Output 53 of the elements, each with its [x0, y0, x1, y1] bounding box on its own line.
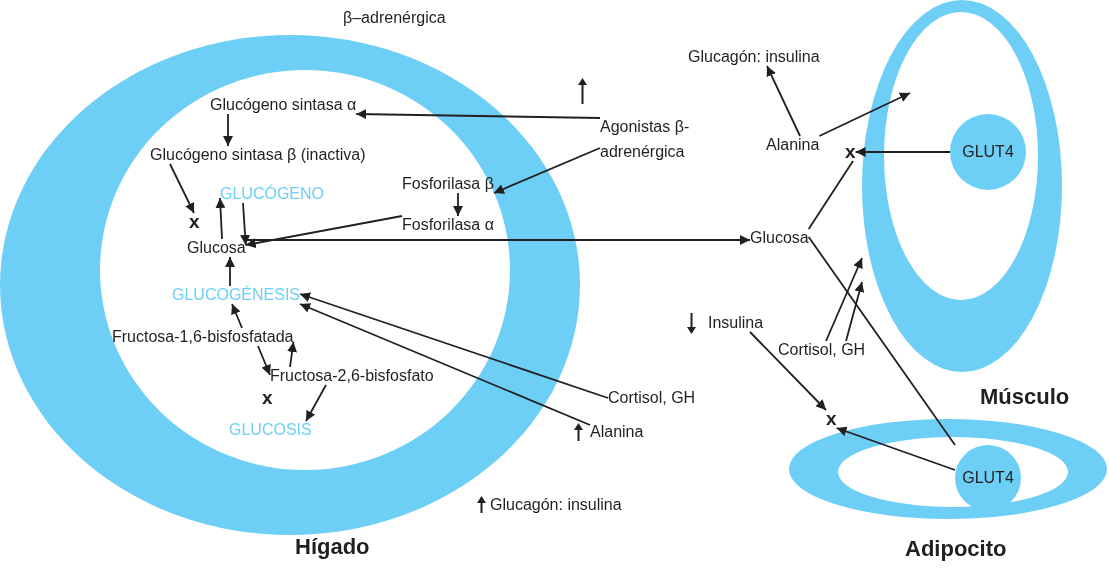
block-mark: x — [845, 143, 856, 161]
term-label: Glucagón: insulina — [688, 48, 820, 66]
cell-name: Músculo — [980, 384, 1070, 410]
process-label: GLUCÓGENO — [220, 185, 324, 203]
process-label: GLUCOSIS — [229, 421, 312, 439]
arrow — [493, 147, 601, 194]
arrow — [215, 197, 226, 240]
arrow — [453, 192, 463, 217]
annotation-label: Glucagón: insulina — [490, 496, 622, 514]
term-label: Cortisol, GH — [778, 341, 866, 359]
term-label: Fosforilasa α — [402, 216, 494, 234]
term-label: Fosforilasa β — [402, 175, 494, 193]
transporter-circle: GLUT4 — [950, 114, 1026, 190]
arrow — [244, 215, 403, 249]
arrow — [835, 426, 956, 471]
term-label: Fructosa-1,6-bisfosfatada — [112, 328, 294, 346]
connector-line — [807, 236, 956, 446]
term-label: Alanina — [590, 423, 644, 441]
annotation-label: β–adrenérgica — [343, 9, 446, 27]
arrow — [223, 113, 233, 147]
arrow — [305, 384, 327, 422]
arrow — [825, 257, 863, 342]
arrow — [257, 345, 271, 376]
process-label: GLUCOGÉNESIS — [172, 286, 301, 304]
arrow — [355, 109, 601, 120]
arrow — [240, 202, 251, 246]
arrow — [766, 65, 801, 137]
term-label: Cortisol, GH — [608, 389, 696, 407]
connector-line — [807, 160, 854, 230]
block-mark: x — [189, 213, 200, 231]
term-label: Agonistas β-adrenérgica — [600, 114, 735, 164]
arrow — [231, 303, 243, 329]
arrow — [169, 163, 195, 214]
term-label: Glucógeno sintasa β (inactiva) — [150, 146, 366, 164]
arrow — [225, 256, 235, 287]
arrow — [299, 303, 591, 426]
block-mark: x — [262, 389, 273, 407]
arrow — [854, 147, 951, 157]
term-label: Glucógeno sintasa α — [210, 96, 357, 114]
term-label: Alanina — [766, 136, 820, 154]
arrow — [299, 292, 609, 399]
arrow — [287, 341, 297, 368]
arrow — [749, 331, 827, 411]
term-label: Glucosa — [750, 229, 809, 247]
term-label: Insulina — [708, 314, 764, 332]
term-label: Fructosa-2,6-bisfosfato — [270, 367, 434, 385]
block-mark: x — [826, 410, 837, 428]
arrow — [845, 281, 865, 342]
term-label: Glucosa — [187, 239, 246, 257]
cell-name: Adipocito — [905, 536, 1007, 562]
cell-name: Hígado — [295, 534, 370, 560]
arrow — [818, 92, 911, 137]
arrow — [244, 235, 751, 245]
